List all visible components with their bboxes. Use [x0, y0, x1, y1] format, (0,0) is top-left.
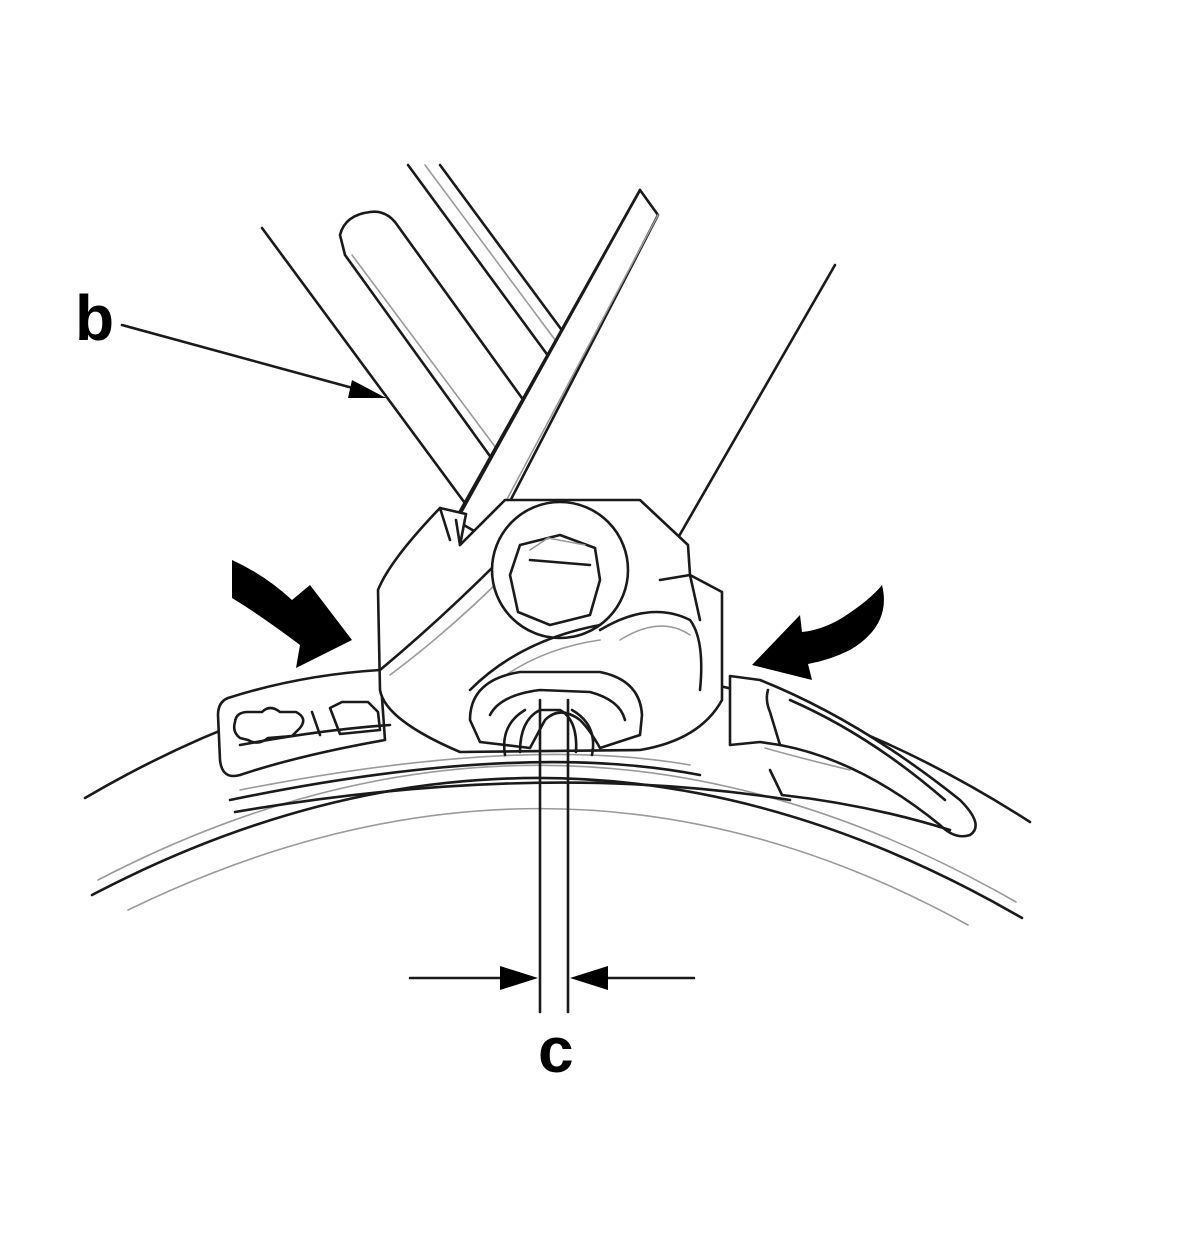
left-squeeze-arrow: [232, 560, 352, 668]
right-squeeze-arrow: [752, 585, 884, 680]
dimension-c: [408, 698, 696, 1014]
pliers-handle-b: [260, 163, 580, 512]
leader-b: [120, 323, 386, 398]
pliers-handle-upper: [453, 188, 837, 592]
clamp-band: [216, 668, 977, 838]
label-c: c: [538, 1014, 574, 1086]
label-b: b: [75, 282, 114, 354]
pliers-head: [376, 498, 724, 757]
